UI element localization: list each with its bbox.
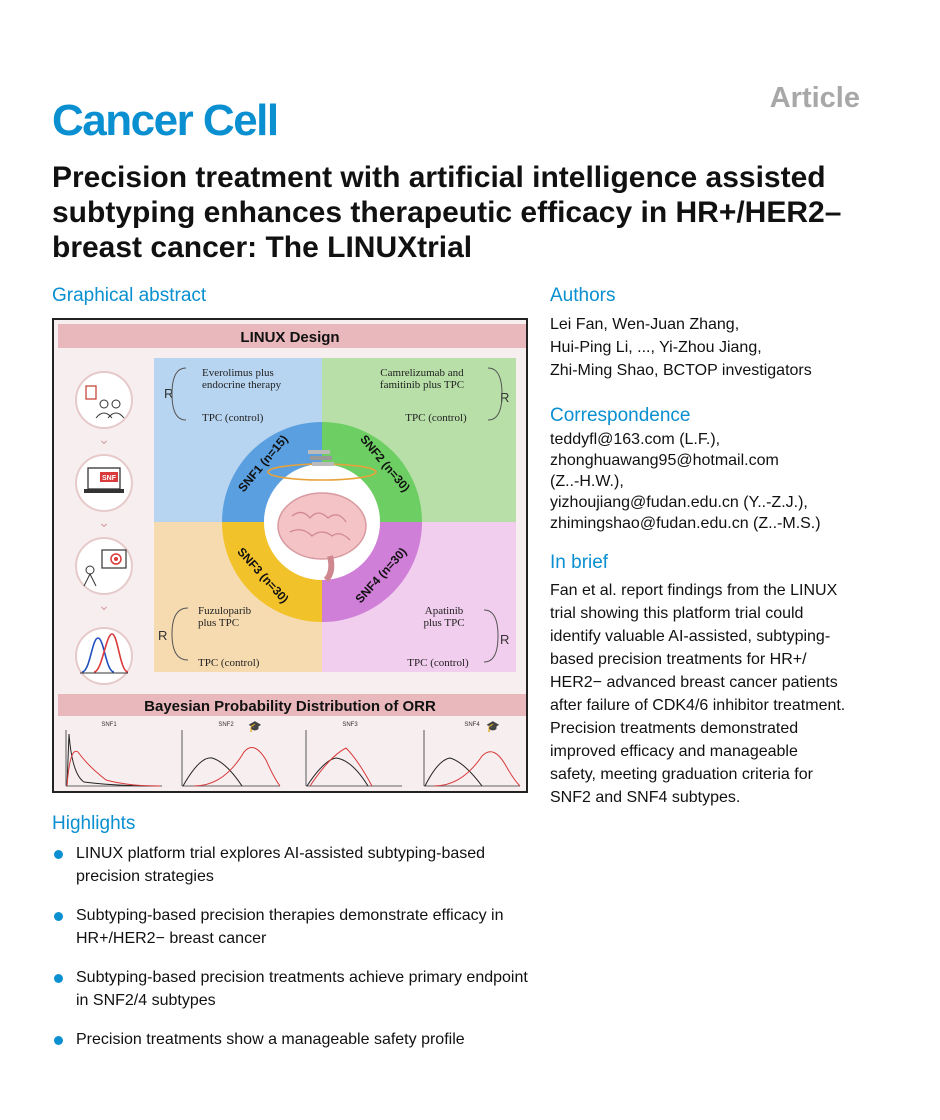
svg-text:⌄: ⌄ <box>98 597 110 613</box>
email-link[interactable]: teddyfl@163.com (L.F.), <box>550 431 721 448</box>
email-link[interactable]: yizhoujiang@fudan.edu.cn (Y..-Z.J.), <box>550 494 808 511</box>
highlight-item: Precision treatments show a manageable s… <box>52 1028 542 1051</box>
email-link[interactable]: zhonghuawang95@hotmail.com <box>550 452 779 469</box>
design-banner <box>58 324 526 348</box>
email-initials: (Z..-H.W.), <box>550 473 624 490</box>
highlights-heading: Highlights <box>52 813 136 834</box>
snf2-treatment-line2: famitinib plus TPC <box>380 379 464 391</box>
snf3-treatment-line1: Fuzuloparib <box>198 605 252 617</box>
authors-heading: Authors <box>550 285 616 306</box>
snf2-treatment-line1: Camrelizumab and <box>380 367 464 379</box>
graduation-cap-icon: 🎓 <box>486 721 500 733</box>
bullet-icon <box>54 974 63 983</box>
graphical-abstract-figure: LINUX Design ⌄ SNF ⌄ ⌄ <box>54 320 526 791</box>
highlight-item: Subtyping-based precision treatments ach… <box>52 966 542 1012</box>
workflow-column: ⌄ SNF ⌄ ⌄ <box>75 371 133 685</box>
bayes-banner <box>58 694 526 716</box>
in-brief-heading: In brief <box>550 552 609 573</box>
author-line: Zhi-Ming Shao, BCTOP investigators <box>550 362 812 379</box>
svg-text:R: R <box>500 390 509 405</box>
svg-text:SNF4: SNF4 <box>464 722 480 728</box>
svg-text:SNF3: SNF3 <box>342 722 358 728</box>
highlights-list: LINUX platform trial explores AI-assiste… <box>52 842 542 1067</box>
bullet-icon <box>54 850 63 859</box>
design-title: LINUX Design <box>240 329 339 346</box>
svg-text:⌄: ⌄ <box>98 514 110 530</box>
bayes-panel-snf1: SNF1 <box>65 722 162 787</box>
correspondence-list: teddyfl@163.com (L.F.), zhonghuawang95@h… <box>550 429 821 534</box>
svg-text:SNF2: SNF2 <box>218 722 234 728</box>
bayes-title: Bayesian Probability Distribution of ORR <box>144 698 436 715</box>
bullet-icon <box>54 912 63 921</box>
authors-list: Lei Fan, Wen-Juan Zhang, Hui-Ping Li, ..… <box>550 313 812 382</box>
correspondence-heading: Correspondence <box>550 405 691 426</box>
snf-badge: SNF <box>102 475 117 482</box>
highlight-item: LINUX platform trial explores AI-assiste… <box>52 842 542 888</box>
snf3-control: TPC (control) <box>198 657 260 669</box>
svg-text:R: R <box>158 628 167 643</box>
author-line: Lei Fan, Wen-Juan Zhang, <box>550 316 740 333</box>
svg-text:R: R <box>500 632 509 647</box>
highlight-item: Subtyping-based precision therapies demo… <box>52 904 542 950</box>
snf4-treatment-line2: plus TPC <box>423 617 464 629</box>
journal-name: Cancer Cell <box>52 96 279 145</box>
bayes-panel-snf4: SNF4 🎓 <box>423 721 521 787</box>
bayes-panel-snf3: SNF3 <box>305 722 402 787</box>
snf3-arc <box>222 522 322 622</box>
svg-text:R: R <box>164 386 173 401</box>
article-title: Precision treatment with artificial inte… <box>52 161 842 264</box>
snf4-arc <box>322 522 422 622</box>
snf1-treatment-line1: Everolimus plus <box>202 367 274 379</box>
graphical-abstract-heading: Graphical abstract <box>52 285 207 306</box>
bayes-panel-snf2: SNF2 🎓 <box>181 721 281 787</box>
author-line: Hui-Ping Li, ..., Yi-Zhou Jiang, <box>550 339 762 356</box>
snf4-treatment-line1: Apatinib <box>425 605 464 617</box>
distribution-icon <box>75 627 133 685</box>
snf1-treatment-line2: endocrine therapy <box>202 379 282 391</box>
svg-text:⌄: ⌄ <box>98 431 110 447</box>
graphical-abstract: LINUX Design ⌄ SNF ⌄ ⌄ <box>52 318 528 793</box>
snf4-control: TPC (control) <box>407 657 469 669</box>
snf3-treatment-line2: plus TPC <box>198 617 239 629</box>
article-type-label: Article <box>769 82 860 114</box>
snf1-control: TPC (control) <box>202 412 264 424</box>
in-brief-text: Fan et al. report findings from the LINU… <box>550 582 846 806</box>
snf2-arc <box>322 422 422 522</box>
brain-icon <box>267 450 377 583</box>
snf2-control: TPC (control) <box>405 412 467 424</box>
bullet-icon <box>54 1036 63 1045</box>
svg-text:SNF1: SNF1 <box>101 722 117 728</box>
email-link[interactable]: zhimingshao@fudan.edu.cn (Z..-M.S.) <box>550 515 821 532</box>
snf1-arc <box>222 422 322 522</box>
graduation-cap-icon: 🎓 <box>248 721 262 733</box>
